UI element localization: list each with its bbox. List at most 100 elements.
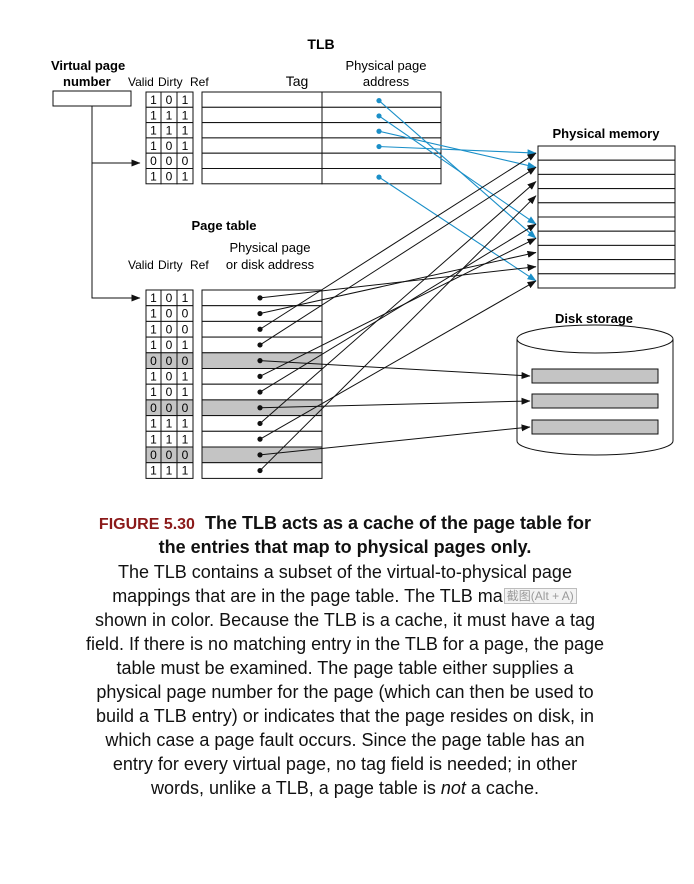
pt-bit-value: 0	[150, 354, 157, 368]
tlb-bit-value: 1	[150, 170, 157, 184]
pt-mapping-arrow	[259, 280, 537, 440]
pt-bit-value: 0	[166, 354, 173, 368]
caption-body-2: shown in color. Because the TLB is a cac…	[86, 610, 604, 798]
pt-bit-value: 0	[182, 448, 189, 462]
tlb-bit-value: 0	[150, 154, 157, 168]
tlb-mapping-arrow	[378, 176, 537, 282]
pt-col-addr-line1: Physical page	[230, 240, 311, 255]
tlb-bit-value: 1	[182, 170, 189, 184]
caption-emphasis: not	[440, 778, 466, 798]
tlb-bit-value: 1	[182, 108, 189, 122]
tlb-bit-value: 1	[166, 124, 173, 138]
tlb-address-cell	[321, 91, 442, 108]
pt-bit-value: 1	[182, 464, 189, 478]
pt-mapping-arrow	[259, 223, 537, 393]
vpn-label-line1: Virtual page	[51, 58, 125, 73]
tlb-col-dirty: Dirty	[158, 75, 183, 89]
physical-memory-page	[537, 230, 676, 246]
physical-memory-page	[537, 159, 676, 175]
tlb-tag-cell	[201, 106, 323, 124]
tlb-bit-value: 0	[166, 139, 173, 153]
caption-body: The TLB contains a subset of the virtual…	[85, 560, 605, 800]
tlb-bit-cell	[176, 168, 194, 185]
pt-mapping-arrow	[259, 424, 531, 456]
tlb-bit-value: 1	[182, 139, 189, 153]
physical-memory-page	[537, 173, 676, 190]
pt-bit-value: 0	[150, 401, 157, 415]
screenshot-tooltip: 截图(Alt + A)	[503, 588, 577, 604]
tlb-bit-value: 0	[166, 154, 173, 168]
pt-bit-value: 1	[166, 417, 173, 431]
page-table-title: Page table	[191, 218, 256, 233]
tlb-address-cell	[321, 122, 442, 139]
physical-memory-page	[537, 244, 676, 261]
pt-bit-value: 0	[166, 448, 173, 462]
pt-bit-value: 0	[150, 448, 157, 462]
tlb-tag-cell	[201, 137, 323, 154]
pt-bit-cell	[176, 462, 194, 479]
tlb-col-tag: Tag	[286, 73, 309, 89]
pt-mapping-arrow	[259, 166, 537, 346]
pt-mapping-arrow	[259, 152, 537, 330]
pt-bit-value: 1	[182, 370, 189, 384]
pt-bit-value: 0	[166, 307, 173, 321]
disk-block	[531, 368, 659, 384]
tlb-address-cell	[321, 137, 442, 154]
pt-bit-value: 0	[166, 322, 173, 336]
tlb-col-ref: Ref	[190, 75, 209, 89]
pt-bit-value: 1	[150, 307, 157, 321]
pt-mapping-arrow	[259, 360, 531, 380]
pt-mapping-arrow	[259, 397, 531, 409]
pt-bit-value: 0	[182, 401, 189, 415]
diagram-structure	[91, 106, 676, 456]
tlb-bit-value: 0	[166, 170, 173, 184]
physical-memory-page	[537, 273, 676, 289]
tlb-col-valid: Valid	[128, 75, 154, 89]
tlb-address-cell	[321, 152, 442, 169]
pt-bit-value: 0	[182, 322, 189, 336]
pt-bit-value: 0	[182, 354, 189, 368]
pt-bit-value: 0	[166, 385, 173, 399]
physical-memory-page	[537, 259, 676, 275]
tlb-tag-cell	[201, 168, 323, 185]
pt-bit-value: 1	[150, 322, 157, 336]
tlb-bit-value: 0	[182, 154, 189, 168]
virtual-page-number-register	[52, 90, 132, 107]
tlb-tag-cell	[201, 91, 323, 108]
tlb-mapping-arrow	[378, 115, 537, 225]
vpn-label-line2: number	[63, 74, 111, 89]
tlb-tag-cell	[201, 152, 323, 169]
tlb-address-cell	[321, 168, 442, 185]
tlb-bit-value: 1	[166, 108, 173, 122]
pt-col-dirty: Dirty	[158, 258, 183, 272]
tlb-bit-value: 1	[150, 108, 157, 122]
pt-bit-value: 1	[150, 370, 157, 384]
tlb-col-addr-line1: Physical page	[346, 58, 427, 73]
physical-memory-page	[537, 188, 676, 204]
pt-bit-value: 1	[182, 338, 189, 352]
tlb-address-cell	[321, 106, 442, 124]
physical-memory-page	[537, 216, 676, 232]
pt-bit-value: 1	[150, 464, 157, 478]
pt-bit-value: 1	[150, 417, 157, 431]
tlb-address-dot	[376, 143, 382, 150]
figure-number: FIGURE 5.30	[98, 516, 195, 533]
vpn-to-page-table-arrow	[91, 106, 141, 302]
pt-mapping-arrow	[259, 181, 537, 424]
pt-bit-value: 0	[182, 307, 189, 321]
tlb-tag-cell	[201, 122, 323, 139]
pt-bit-value: 1	[182, 417, 189, 431]
caption-title: The TLB acts as a cache of the page tabl…	[158, 513, 592, 557]
pt-mapping-arrow	[259, 195, 537, 471]
pt-bit-value: 0	[166, 291, 173, 305]
pt-bit-value: 0	[166, 401, 173, 415]
caption-body-1: The TLB contains a subset of the virtual…	[112, 562, 572, 606]
physical-memory-page	[537, 145, 676, 161]
pt-mapping-arrow	[259, 264, 537, 299]
tlb-mapping-arrow	[378, 146, 537, 157]
pt-mapping-arrow	[259, 250, 537, 315]
disk-storage-label: Disk storage	[555, 311, 633, 326]
pt-bit-value: 1	[150, 338, 157, 352]
